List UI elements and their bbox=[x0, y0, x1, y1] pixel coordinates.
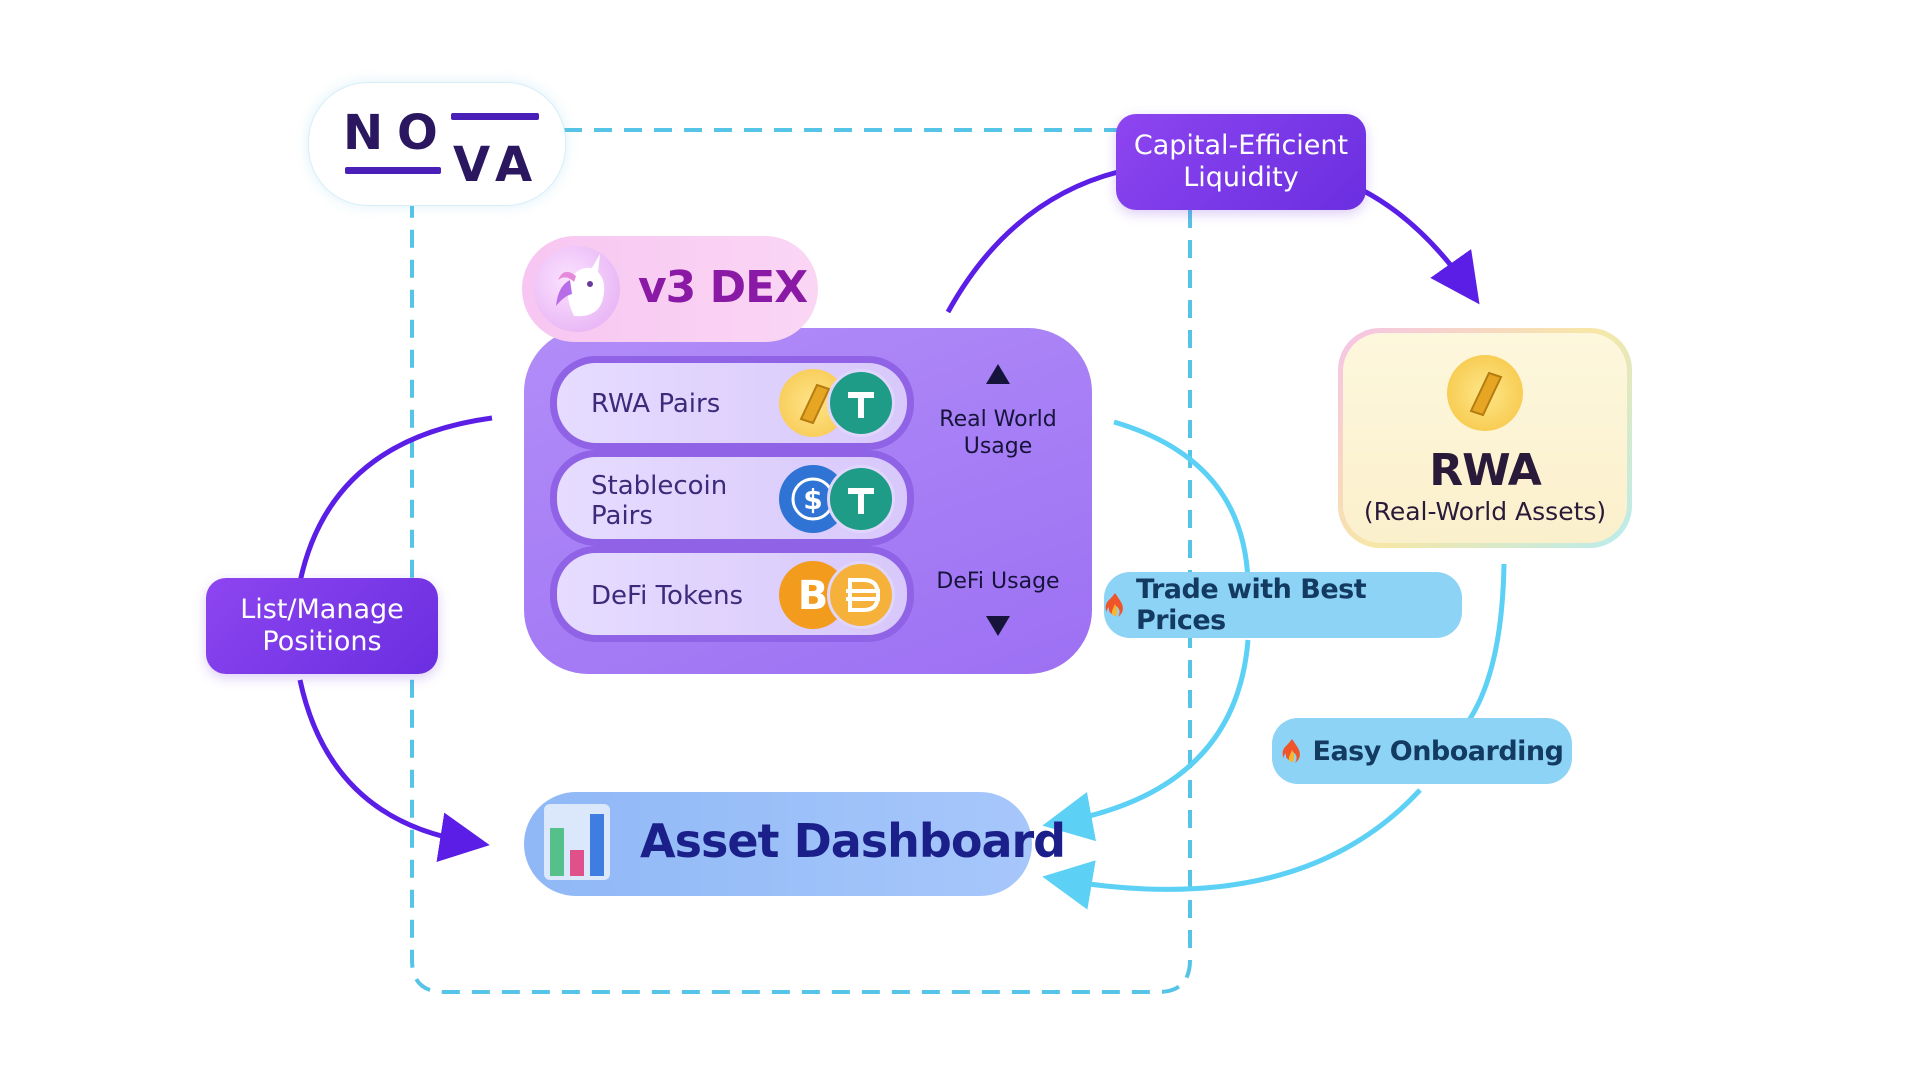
up-arrow-icon bbox=[986, 364, 1010, 384]
tether-icon bbox=[827, 465, 895, 533]
svg-text:$: $ bbox=[803, 483, 822, 516]
easy-onboarding-label: Easy Onboarding bbox=[1272, 718, 1572, 784]
rwa-subtitle: (Real-World Assets) bbox=[1363, 497, 1607, 526]
logo-overline bbox=[451, 113, 539, 120]
fire-icon bbox=[1104, 592, 1126, 618]
arrow-rwa-to-dashboard bbox=[1460, 563, 1507, 732]
rwa-title: RWA bbox=[1429, 445, 1542, 496]
unicorn-icon bbox=[534, 246, 620, 332]
arrow-dex-to-rwa bbox=[945, 169, 1119, 314]
real-world-usage-label: Real World Usage bbox=[930, 406, 1066, 460]
capital-efficient-liquidity-label: Capital-Efficient Liquidity bbox=[1116, 114, 1366, 210]
logo-letter: O bbox=[397, 105, 438, 161]
rwa-card-inner: RWA (Real-World Assets) bbox=[1343, 333, 1627, 543]
rwa-card: RWA (Real-World Assets) bbox=[1338, 328, 1632, 548]
logo-letter: V bbox=[453, 137, 491, 193]
defi-usage-label: DeFi Usage bbox=[936, 569, 1060, 594]
logo-letter: A bbox=[495, 137, 533, 193]
trade-best-prices-label: Trade with Best Prices bbox=[1104, 572, 1462, 638]
dex-row-label: DeFi Tokens bbox=[591, 581, 744, 611]
label-line: Positions bbox=[262, 626, 382, 657]
label-line: Real World bbox=[939, 407, 1057, 432]
logo-letter: N bbox=[343, 105, 384, 161]
bar-chart-icon bbox=[540, 800, 614, 884]
nova-boundary-dashed bbox=[410, 128, 1192, 994]
dex-row-label: Stablecoin bbox=[591, 471, 728, 501]
dex-row-defi-tokens: DeFi Tokens B bbox=[550, 546, 914, 642]
dex-title: v3 DEX bbox=[638, 262, 808, 313]
dex-row-label: Pairs bbox=[591, 501, 653, 531]
down-arrow-icon bbox=[986, 616, 1010, 636]
tether-icon bbox=[827, 369, 895, 437]
fire-icon bbox=[1281, 738, 1303, 764]
logo-underline bbox=[345, 167, 441, 174]
list-manage-positions-label: List/Manage Positions bbox=[206, 578, 438, 674]
dex-row-label: RWA Pairs bbox=[591, 389, 721, 419]
arrow-positions-to-dashboard bbox=[297, 415, 493, 583]
nova-logo: N O V A bbox=[308, 82, 566, 206]
label-line: Usage bbox=[963, 434, 1033, 459]
asset-dashboard-title: Asset Dashboard bbox=[640, 814, 1066, 868]
label-line: Liquidity bbox=[1183, 162, 1299, 193]
svg-text:B: B bbox=[798, 573, 829, 619]
pill-text: Easy Onboarding bbox=[1312, 735, 1564, 767]
pill-text: Trade with Best Prices bbox=[1136, 574, 1367, 636]
dex-row-rwa-pairs: RWA Pairs bbox=[550, 356, 914, 450]
label-line: Capital-Efficient bbox=[1133, 130, 1349, 161]
arrow-trade-to-dashboard bbox=[1113, 419, 1251, 583]
dai-icon bbox=[827, 561, 895, 629]
label-line: List/Manage bbox=[240, 594, 404, 625]
dex-row-stablecoin-pairs: Stablecoin Pairs $ bbox=[550, 450, 914, 546]
gold-bar-icon bbox=[1447, 355, 1523, 431]
